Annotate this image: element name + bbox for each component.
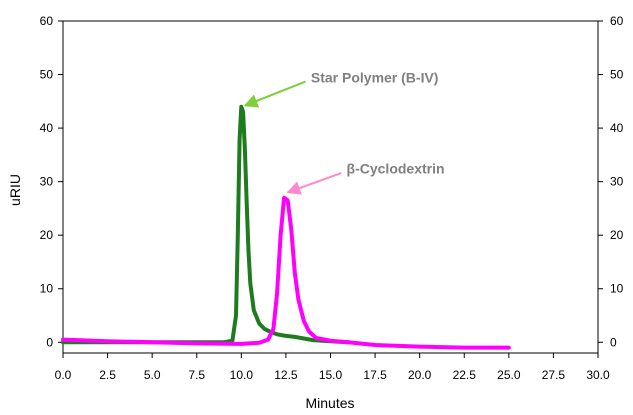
x-tick-label: 5.0: [144, 368, 161, 382]
y-right-tick-label: 40: [610, 121, 624, 135]
annotations-group: Star Polymer (B-IV) β-Cyclodextrin: [243, 70, 445, 195]
y-tick-label: 30: [40, 175, 54, 189]
y-right-tick-label: 0: [610, 335, 617, 349]
annotation-arrow-1: [286, 172, 342, 195]
series-line-1: [61, 195, 511, 350]
y-right-tick-label: 50: [610, 68, 624, 82]
y-axis-ticks: 0 10 20 30 40 50 60: [40, 14, 63, 349]
y-axis-label: uRIU: [7, 174, 23, 206]
x-tick-label: 12.5: [274, 368, 298, 382]
series-group: [61, 104, 511, 350]
y-right-tick-label: 20: [610, 228, 624, 242]
y-right-tick-label: 30: [610, 175, 624, 189]
annotation-arrow-0: [243, 80, 306, 108]
x-tick-label: 17.5: [363, 368, 387, 382]
x-tick-label: 15.0: [319, 368, 343, 382]
x-axis-label: Minutes: [305, 395, 354, 411]
annotation-label-0: Star Polymer (B-IV): [311, 70, 439, 86]
series-line-0: [61, 104, 351, 345]
x-tick-label: 27.5: [542, 368, 566, 382]
y-axis-right-ticks: 0 10 20 30 40 50 60: [598, 14, 624, 349]
x-tick-label: 25.0: [497, 368, 521, 382]
x-tick-label: 22.5: [453, 368, 477, 382]
plot-area: [62, 20, 599, 354]
x-tick-label: 10.0: [230, 368, 254, 382]
x-tick-label: 0.0: [55, 368, 72, 382]
x-tick-label: 20.0: [408, 368, 432, 382]
y-tick-label: 10: [40, 282, 54, 296]
y-right-tick-label: 60: [610, 14, 624, 28]
y-right-tick-label: 10: [610, 282, 624, 296]
annotation-label-1: β-Cyclodextrin: [347, 161, 445, 177]
y-tick-label: 50: [40, 68, 54, 82]
x-tick-label: 2.5: [99, 368, 116, 382]
x-axis-ticks: 0.0 2.5 5.0 7.5 10.0 12.5 15.0 17.5 20.0 22.5 25.0…: [55, 353, 610, 382]
y-tick-label: 20: [40, 228, 54, 242]
x-tick-label: 7.5: [188, 368, 205, 382]
y-tick-label: 0: [46, 335, 53, 349]
x-tick-label: 30.0: [586, 368, 610, 382]
y-tick-label: 60: [40, 14, 54, 28]
y-tick-label: 40: [40, 121, 54, 135]
